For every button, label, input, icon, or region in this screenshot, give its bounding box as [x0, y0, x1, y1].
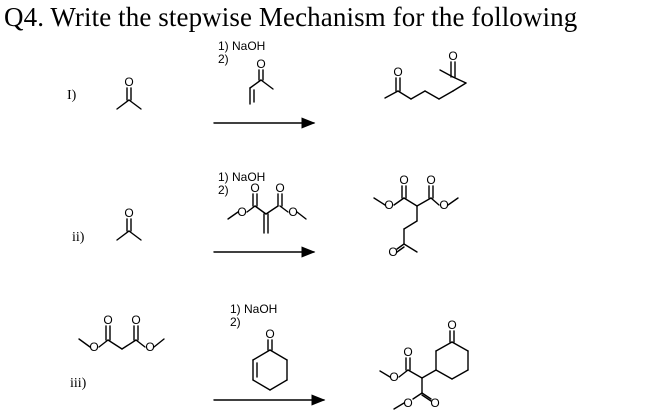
atom-o: O	[384, 198, 393, 212]
atom-o: O	[448, 49, 457, 63]
atom-o: O	[403, 345, 412, 359]
reaction-2-step1: 1) NaOH	[218, 170, 266, 184]
product-structure-1	[384, 61, 467, 100]
atom-o: O	[399, 173, 408, 187]
atom-o: O	[403, 396, 412, 410]
atom-o: O	[447, 318, 456, 332]
atom-o: O	[124, 75, 133, 89]
methylidene-malonate-reagent	[227, 193, 307, 234]
atom-o: O	[426, 173, 435, 187]
reaction-3-step2: 2)	[230, 315, 241, 329]
reaction-3-step1: 1) NaOH	[230, 302, 278, 316]
atom-o: O	[145, 340, 154, 354]
atom-o: O	[393, 65, 402, 79]
reaction-1-step1: 1) NaOH	[218, 39, 266, 53]
reaction-2-step2: 2)	[218, 183, 229, 197]
cyclohexenone-reagent	[252, 339, 288, 391]
atom-o: O	[430, 396, 439, 410]
atom-o: O	[265, 327, 274, 341]
atom-o: O	[89, 340, 98, 354]
atom-o: O	[131, 313, 140, 327]
atom-o: O	[103, 313, 112, 327]
atom-o: O	[237, 205, 246, 219]
acetone-structure-1	[116, 87, 142, 110]
atom-o: O	[439, 198, 448, 212]
product-structure-2	[373, 185, 459, 253]
atom-o: O	[275, 181, 284, 195]
dimethyl-malonate-structure	[78, 325, 165, 350]
atom-o: O	[388, 245, 397, 259]
atom-o: O	[250, 181, 259, 195]
atom-o: O	[124, 206, 133, 220]
oxygen-labels: O O O O O O O O O O O O O O O O O O O O …	[89, 49, 457, 410]
reaction-1-step2: 2)	[218, 52, 229, 66]
reaction-label-2: ii)	[72, 230, 85, 245]
question-title: Q4. Write the stepwise Mechanism for the…	[4, 2, 578, 32]
product-structure-3	[379, 330, 469, 410]
methyl-vinyl-ketone-reagent-1	[249, 69, 274, 105]
atom-o: O	[256, 57, 265, 71]
atom-o: O	[288, 205, 297, 219]
atom-o: O	[389, 370, 398, 384]
acetone-structure-2	[116, 218, 142, 241]
reaction-label-1: I)	[67, 88, 77, 103]
reaction-label-3: iii)	[70, 376, 87, 391]
